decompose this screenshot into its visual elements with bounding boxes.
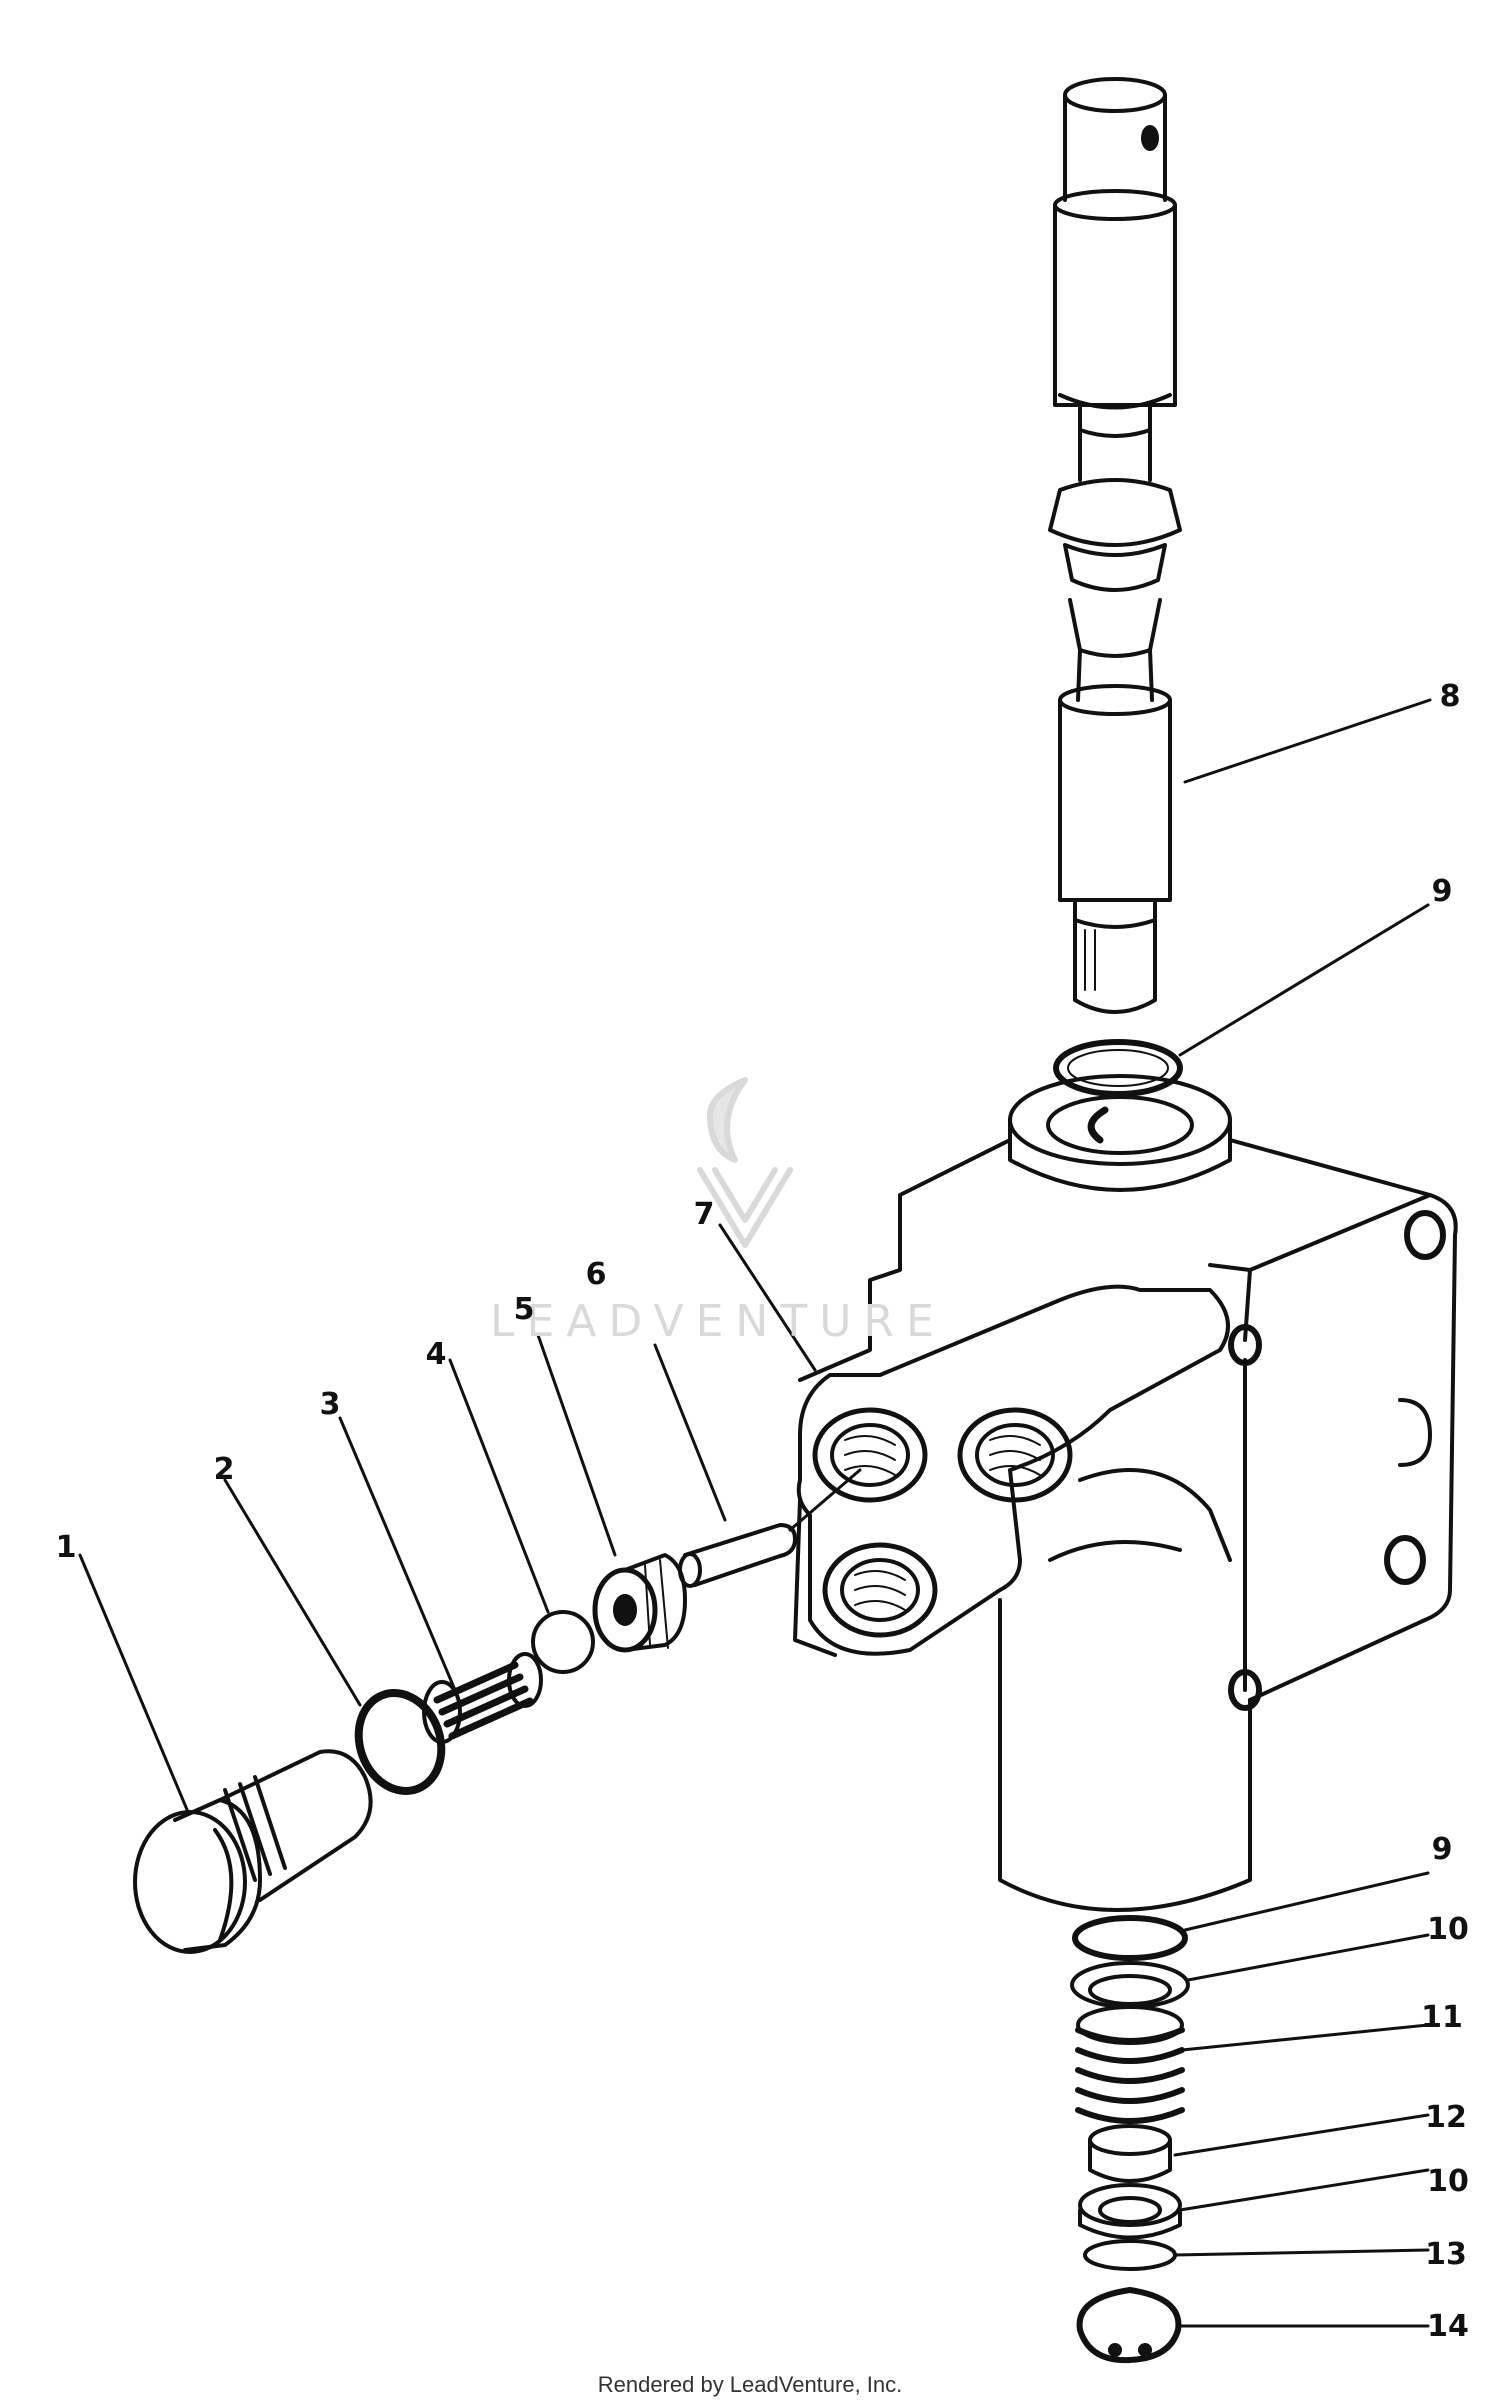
callout-5[interactable]: 5 bbox=[513, 1292, 535, 1327]
callout-3[interactable]: 3 bbox=[319, 1387, 341, 1422]
callout-10-upper[interactable]: 10 bbox=[1427, 1912, 1469, 1947]
callout-12[interactable]: 12 bbox=[1425, 2100, 1467, 2135]
part-9-upper-o-ring bbox=[1053, 903, 1430, 1097]
part-8-spool bbox=[1048, 77, 1432, 1014]
lower-stack bbox=[1070, 1871, 1430, 2364]
part-6-pin bbox=[653, 1343, 862, 1588]
callout-11[interactable]: 11 bbox=[1421, 2000, 1463, 2035]
watermark-brand: LEADVENTURE bbox=[490, 1296, 946, 1347]
callout-10-lower[interactable]: 10 bbox=[1427, 2164, 1469, 2199]
callout-14[interactable]: 14 bbox=[1427, 2309, 1469, 2344]
part-7-valve-body bbox=[718, 1074, 1458, 1912]
callout-4[interactable]: 4 bbox=[425, 1337, 447, 1372]
watermark-logo bbox=[697, 1077, 793, 1248]
callout-2[interactable]: 2 bbox=[213, 1452, 235, 1487]
part-3-spring bbox=[338, 1416, 543, 1744]
part-5-poppet bbox=[536, 1333, 687, 1653]
callout-9-upper[interactable]: 9 bbox=[1431, 874, 1453, 909]
part-4-ball bbox=[448, 1358, 595, 1674]
callout-8[interactable]: 8 bbox=[1439, 679, 1461, 714]
callout-6[interactable]: 6 bbox=[585, 1257, 607, 1292]
part-1-plug bbox=[78, 1553, 373, 1954]
footer-credit: Rendered by LeadVenture, Inc. bbox=[597, 2372, 903, 2397]
callout-7[interactable]: 7 bbox=[693, 1197, 715, 1232]
callout-1[interactable]: 1 bbox=[55, 1530, 77, 1565]
callout-13[interactable]: 13 bbox=[1425, 2237, 1467, 2272]
part-2-o-ring bbox=[223, 1478, 446, 1795]
callout-9-lower[interactable]: 9 bbox=[1431, 1832, 1453, 1867]
